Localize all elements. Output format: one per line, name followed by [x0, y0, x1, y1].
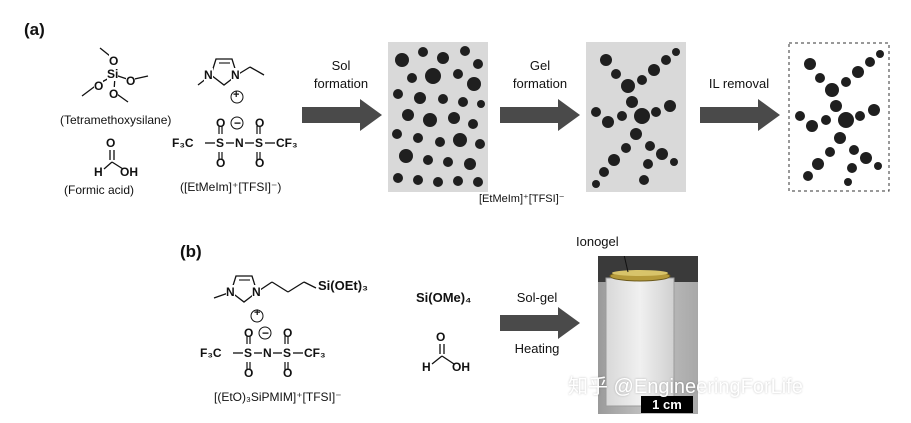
formic-b-h: H [422, 360, 431, 374]
tfsi-a-f3c: F₃C [172, 136, 194, 150]
tmos-o-right: O [126, 74, 136, 88]
tmos-o-top: O [109, 54, 119, 68]
sol-formation-label-line2: formation [313, 76, 369, 91]
tfsi-b-o4: O [283, 366, 293, 380]
gel-formation-label-line2: formation [512, 76, 568, 91]
aerogel-network-box [788, 42, 890, 192]
tfsi-a-o2: O [216, 156, 226, 170]
gel-formation-arrow [500, 99, 580, 131]
ionogel-label: Ionogel [576, 234, 619, 249]
ionogel-photo [598, 256, 698, 414]
si-ome4-formula: Si(OMe)₄ [416, 290, 472, 305]
sol-particles-box [388, 42, 488, 192]
tmos-o-left: O [94, 79, 104, 93]
formic-b-o-double: O [436, 330, 446, 344]
tfsi-anion-structure-a [205, 116, 275, 160]
emim-cation-structure [197, 58, 265, 104]
formic-acid-structure [103, 150, 124, 170]
tmos-caption: (Tetramethoxysilane) [60, 113, 172, 127]
tfsi-a-s-left: S [216, 136, 225, 150]
tfsi-b-s-right: S [283, 346, 292, 360]
formic-acid-structure-b [431, 344, 455, 365]
emim-n-left: N [204, 68, 213, 82]
gel-ionic-liquid-caption: [EtMeIm]⁺[TFSI]⁻ [479, 193, 565, 205]
il-caption-b: [(EtO)₃SiPMIM]⁺[TFSI]⁻ [214, 390, 342, 404]
tfsi-b-f3c: F₃C [200, 346, 222, 360]
tfsi-b-o2: O [244, 366, 254, 380]
tfsi-b-o3: O [283, 326, 293, 340]
sol-gel-arrow [500, 307, 580, 339]
watermark-text: 知乎 @EngineeringForLife [568, 376, 803, 398]
tfsi-b-charge-minus: − [262, 326, 270, 340]
formic-caption: (Formic acid) [64, 183, 135, 197]
formic-h: H [94, 165, 103, 179]
sol-formation-arrow [302, 99, 382, 131]
si-oet3-group: Si(OEt)₃ [318, 278, 369, 293]
sol-gel-label: Sol-gel [516, 290, 558, 305]
panel-b-label: (b) [180, 242, 202, 261]
silyl-charge-plus: + [254, 307, 261, 319]
tmos-si-atom: Si [107, 67, 119, 81]
sol-formation-label-line1: Sol [331, 58, 351, 73]
silyl-n-left: N [226, 285, 235, 299]
gel-network-box [586, 42, 686, 192]
tfsi-b-n: N [263, 346, 272, 360]
tfsi-a-o3: O [255, 116, 265, 130]
il-caption-a: ([EtMeIm]⁺[TFSI]⁻) [180, 180, 282, 194]
tfsi-a-o4: O [255, 156, 265, 170]
scale-bar: 1 cm [641, 396, 693, 413]
panel-a-label: (a) [24, 20, 45, 39]
tfsi-anion-structure-b [233, 326, 303, 370]
il-removal-arrow [700, 99, 780, 131]
formic-b-oh: OH [452, 360, 470, 374]
tfsi-a-cf3: CF₃ [276, 136, 298, 150]
formic-oh: OH [120, 165, 138, 179]
tmos-o-bottom: O [109, 87, 119, 101]
emim-n-right: N [231, 68, 240, 82]
tfsi-a-n: N [235, 136, 244, 150]
tfsi-b-s-left: S [244, 346, 253, 360]
formic-o-double: O [106, 136, 116, 150]
tfsi-b-o1: O [244, 326, 254, 340]
il-removal-label: IL removal [708, 76, 770, 91]
heating-label: Heating [514, 341, 560, 356]
tfsi-a-s-right: S [255, 136, 264, 150]
gel-formation-label-line1: Gel [529, 58, 551, 73]
silyl-n-right: N [252, 285, 261, 299]
emim-charge-plus: + [233, 89, 240, 101]
tfsi-a-o1: O [216, 116, 226, 130]
tfsi-a-charge-minus: − [234, 116, 242, 130]
tfsi-b-cf3: CF₃ [304, 346, 326, 360]
